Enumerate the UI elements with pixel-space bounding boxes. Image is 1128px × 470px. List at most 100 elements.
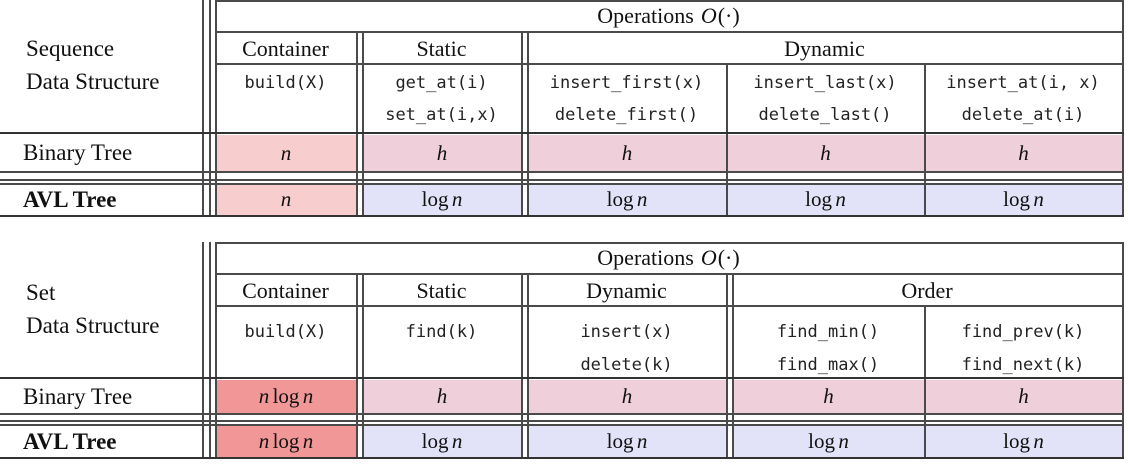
grid-line: [0, 377, 1124, 380]
row-label-binary-tree: Binary Tree: [23, 140, 133, 165]
row-label-avl-tree: AVL Tree: [23, 428, 117, 454]
grid-line: [521, 275, 523, 457]
grid-line: [0, 413, 1124, 415]
complexity-cell: h: [925, 380, 1122, 413]
operation-name: find_prev(k): [961, 322, 1085, 342]
set-table-title: Set Data Structure: [0, 276, 226, 342]
operation-cell: insert_first(x) delete_first(): [527, 66, 726, 132]
grid-line: [0, 424, 1124, 426]
operation-cell: get_at(i) set_at(i,x): [362, 66, 521, 132]
complexity-cell: h: [733, 380, 924, 413]
operation-name: insert_last(x): [753, 73, 897, 93]
complexity-cell: h: [528, 380, 726, 413]
grid-line: [924, 64, 926, 217]
operation-name: find_next(k): [961, 355, 1085, 375]
operation-name: insert_first(x): [549, 73, 704, 93]
column-group-static: Static: [416, 35, 467, 61]
grid-line: [356, 33, 358, 217]
operation-name: delete_first(): [554, 105, 699, 125]
grid-line: [0, 183, 1124, 185]
operation-cell: find(k): [362, 308, 521, 383]
complexity-cell: n: [216, 135, 356, 171]
grid-line: [215, 242, 1124, 244]
operation-cell: insert(x) delete(k): [527, 308, 726, 383]
operations-header: Operations O (·): [215, 1, 1122, 31]
grid-line: [362, 275, 364, 457]
operation-name: delete(k): [580, 355, 673, 375]
operation-name: insert_at(i, x): [946, 73, 1100, 93]
operation-cell: find_prev(k) find_next(k): [924, 308, 1122, 383]
column-group-dynamic: Dynamic: [784, 35, 865, 61]
table-title-line: Set: [26, 280, 56, 305]
complexity-cell: h: [528, 135, 726, 171]
grid-line: [527, 275, 529, 457]
grid-line: [215, 242, 217, 457]
grid-line: [215, 0, 217, 217]
operation-cell: build(X): [215, 308, 356, 383]
grid-line: [924, 306, 926, 457]
row-label-binary-tree: Binary Tree: [23, 383, 133, 409]
grid-line: [726, 64, 728, 217]
grid-line: [215, 0, 1124, 2]
operation-name: build(X): [244, 322, 327, 342]
grid-line: [521, 33, 523, 217]
grid-line: [215, 31, 1124, 33]
big-o-args: (·): [717, 3, 740, 28]
operation-name: find(k): [405, 322, 478, 342]
grid-line: [0, 215, 1124, 218]
grid-line: [202, 0, 204, 217]
grid-line: [356, 275, 358, 457]
operation-name: set_at(i,x): [385, 105, 498, 125]
grid-line: [732, 275, 734, 457]
operation-name: find_max(): [776, 355, 880, 375]
operation-name: find_min(): [776, 322, 880, 342]
operations-header: Operations O (·): [215, 243, 1122, 273]
complexity-cell: h: [727, 135, 924, 171]
grid-line: [215, 305, 1124, 307]
big-o-symbol: O: [700, 245, 717, 270]
complexity-cell: n: [216, 184, 356, 215]
complexity-cell: h: [363, 135, 521, 171]
grid-line: [527, 33, 529, 217]
grid-line: [209, 242, 211, 457]
operation-name: delete_last(): [758, 105, 892, 125]
grid-line: [209, 0, 211, 217]
grid-line: [0, 179, 1124, 181]
column-group-dynamic: Dynamic: [586, 277, 667, 303]
grid-line: [0, 171, 1124, 173]
operation-name: delete_at(i): [961, 105, 1085, 125]
table-title-line: Data Structure: [26, 313, 160, 338]
grid-line: [0, 420, 1124, 422]
operation-cell: insert_at(i, x) delete_at(i): [924, 66, 1122, 132]
table-title-line: Data Structure: [26, 69, 160, 94]
column-group-order: Order: [901, 277, 953, 303]
column-group-static: Static: [416, 277, 467, 303]
complexity-cell: h: [925, 135, 1122, 171]
operation-name: insert(x): [580, 322, 673, 342]
grid-line: [362, 33, 364, 217]
big-o-symbol: O: [700, 3, 717, 28]
column-group-container: Container: [242, 35, 329, 61]
operations-word: Operations: [597, 245, 694, 270]
column-group-container: Container: [242, 277, 329, 303]
grid-line: [0, 132, 1124, 135]
grid-line: [1122, 242, 1124, 457]
sequence-table-title: Sequence Data Structure: [0, 32, 226, 98]
table-title-line: Sequence: [26, 36, 115, 61]
grid-line: [0, 457, 1124, 460]
operation-name: get_at(i): [395, 73, 488, 93]
operation-name: build(X): [244, 73, 327, 93]
operation-cell: find_min() find_max(): [732, 308, 924, 383]
operation-cell: build(X): [215, 66, 356, 132]
